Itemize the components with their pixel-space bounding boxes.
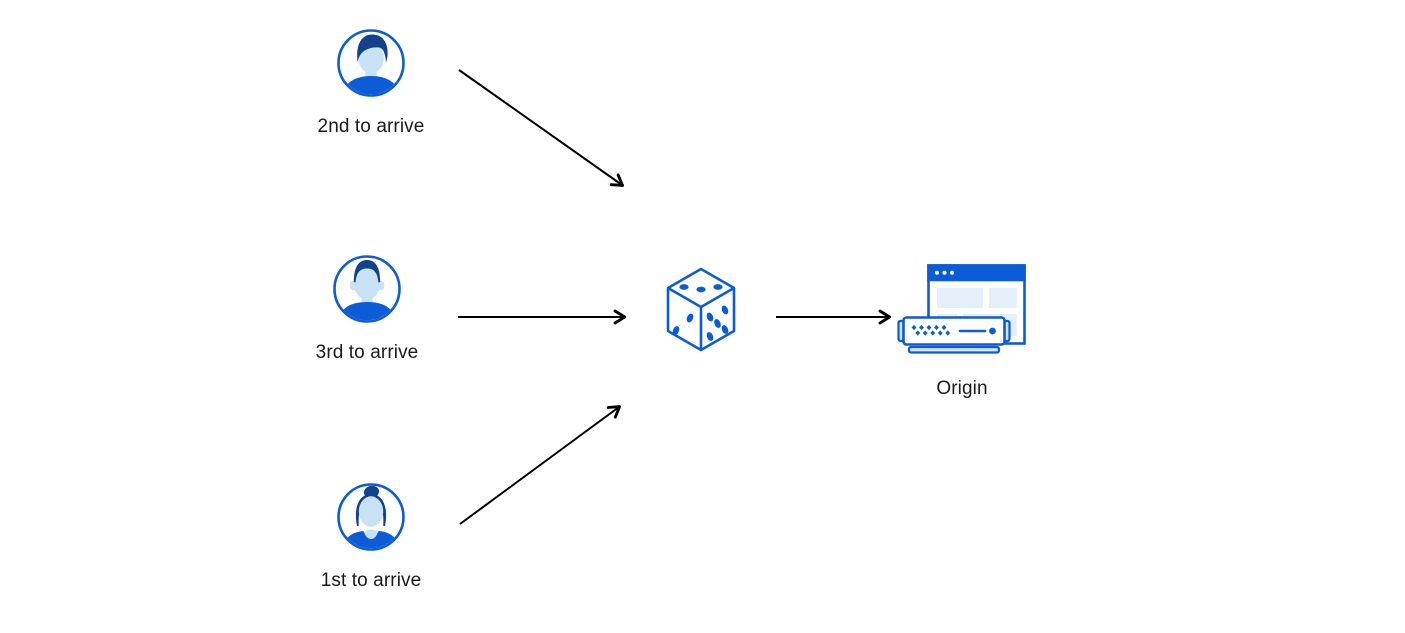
label-origin: Origin — [936, 378, 988, 399]
node-user-3rd — [333, 255, 401, 328]
arrow-user-2nd-to-dice — [458, 69, 625, 187]
label-user-3rd: 3rd to arrive — [315, 342, 419, 363]
node-random-selector — [665, 267, 737, 358]
user-male-short-hair-avatar-icon — [333, 255, 401, 323]
node-user-2nd — [337, 29, 405, 102]
label-user-2nd: 2nd to arrive — [317, 116, 425, 137]
node-origin — [897, 262, 1027, 363]
node-user-1st — [337, 483, 405, 556]
server-vent-dots — [911, 324, 951, 336]
user-male-swept-hair-avatar-icon — [337, 29, 405, 97]
dice-icon — [666, 267, 736, 352]
arrow-user-1st-to-dice — [459, 405, 622, 525]
user-female-bun-avatar-icon — [337, 483, 405, 551]
origin-server-browser-icon — [897, 264, 1026, 354]
label-user-1st: 1st to arrive — [320, 570, 422, 591]
